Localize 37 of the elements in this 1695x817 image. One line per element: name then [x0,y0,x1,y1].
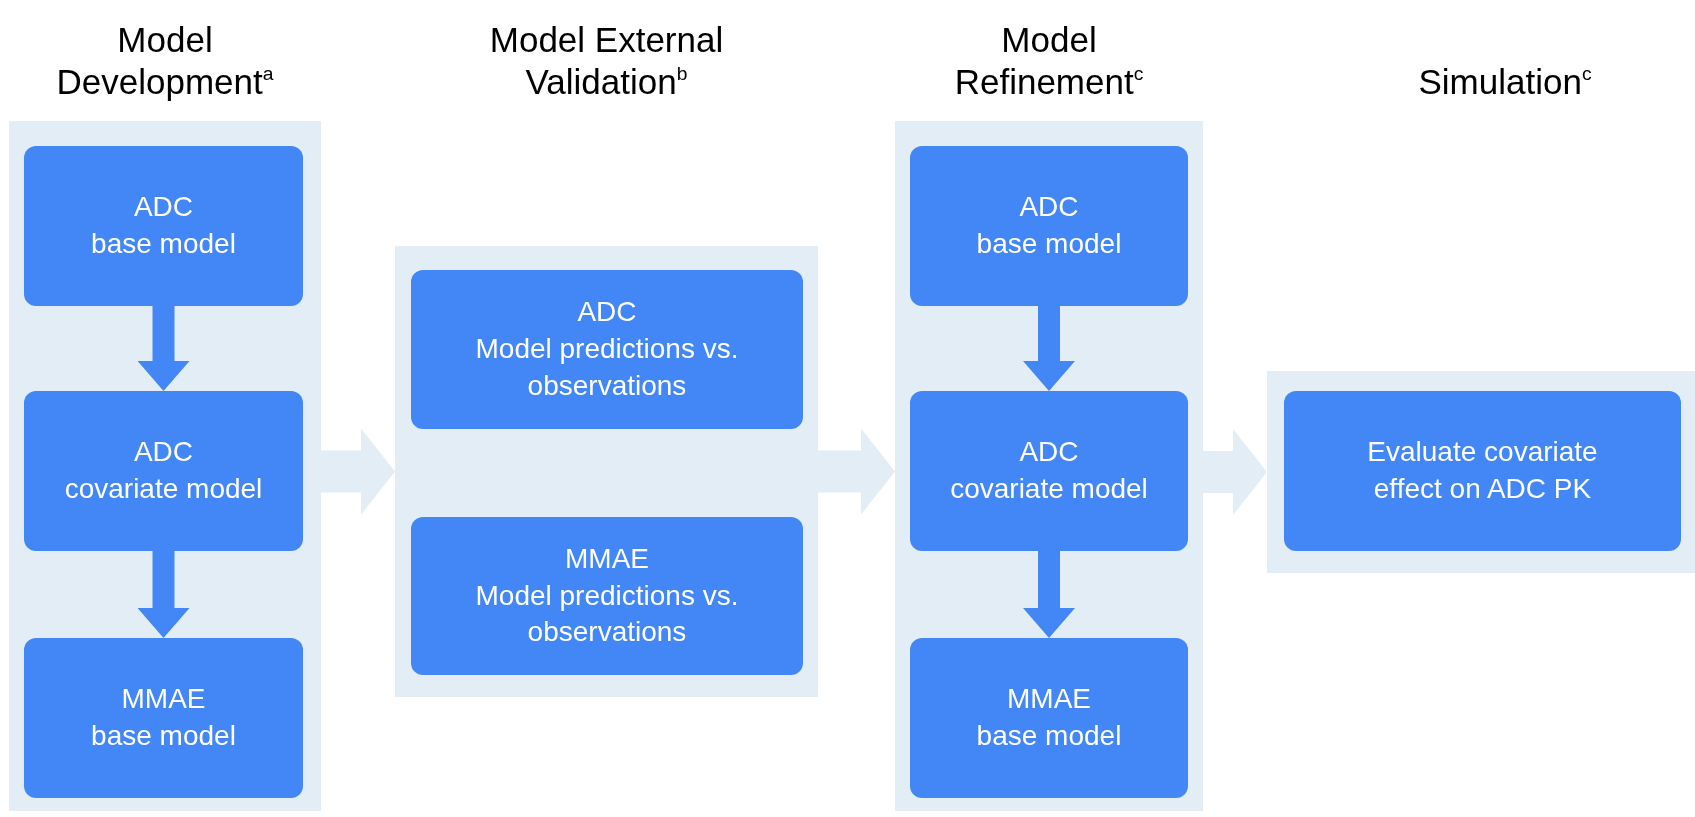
box-text: MMAE [565,541,649,576]
box-text: ADC [1019,435,1079,470]
box-text: base model [976,227,1122,261]
block-arrow [818,428,895,515]
block-arrow [137,551,190,638]
box-text: base model [976,719,1122,753]
box-text: base model [91,719,236,753]
column-heading: Model Development$^{a}$ [55,18,275,104]
box-text: covariate model [950,472,1148,506]
box-text: ADC [133,435,194,470]
box-text: ADC [133,190,194,225]
box-text: base model [91,227,236,261]
process-box [910,391,1188,551]
box-text: Model predictions vs. observations [474,578,740,650]
box-text: MMAE [1007,682,1091,717]
box-text: covariate model [64,472,263,506]
column-heading: Simulation$^{c}$ [1418,61,1592,104]
box-text: MMAE [121,682,206,717]
block-arrow [137,306,190,391]
process-box [910,146,1188,306]
process-box [24,638,303,798]
block-arrow [321,428,395,515]
box-text: Evaluate covariate effect on ADC PK [1366,435,1599,506]
box-text: Model predictions vs. observations [474,332,740,403]
process-box [24,146,303,306]
column-heading: Model Refinement$^{c}$ [953,18,1145,104]
box-text: ADC [577,295,637,330]
box-text: ADC [1019,190,1079,225]
block-arrow [1023,306,1075,391]
process-box [411,270,803,429]
process-box [1284,391,1681,551]
block-arrow [1023,551,1075,638]
process-box [24,391,303,551]
block-arrow [1203,429,1267,515]
process-box [411,517,803,675]
column-heading: Model External Validation$^{b}$ [488,18,725,104]
process-box [910,638,1188,798]
